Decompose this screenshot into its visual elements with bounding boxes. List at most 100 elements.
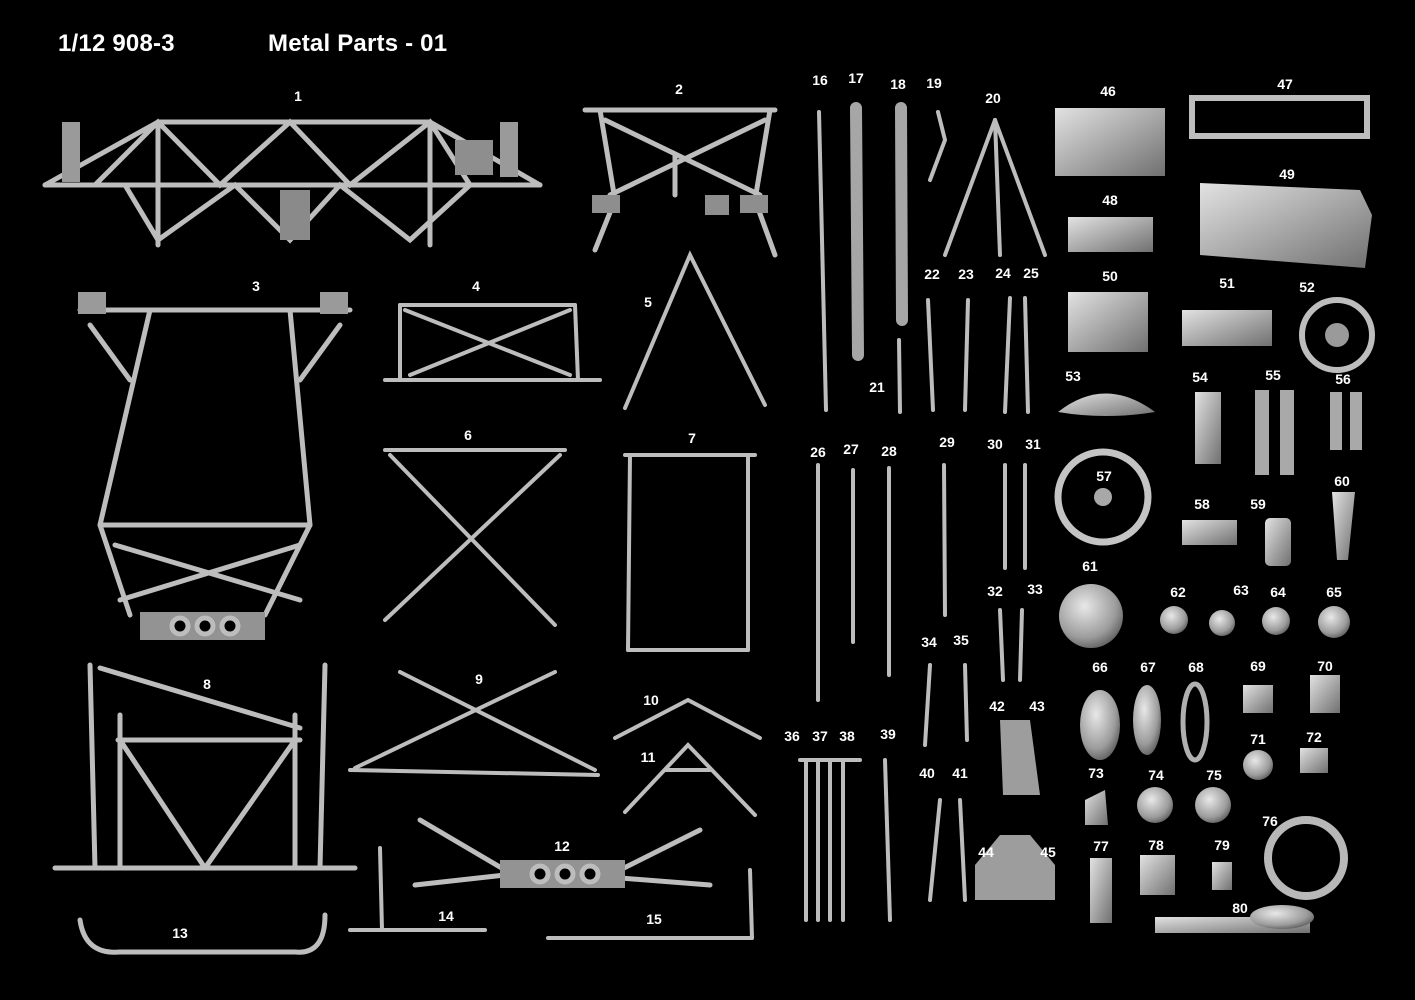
- part-3-frame: [77, 292, 353, 640]
- part-label-17: 17: [848, 70, 864, 86]
- part-label-3: 3: [252, 278, 260, 294]
- part-label-25: 25: [1023, 265, 1039, 281]
- part-label-56: 56: [1335, 371, 1351, 387]
- part-label-37: 37: [812, 728, 828, 744]
- part-14-15-rods: [348, 846, 754, 940]
- part-label-26: 26: [810, 444, 826, 460]
- part-8-frame: [52, 662, 358, 871]
- part-6-frame: [383, 448, 567, 627]
- part-label-22: 22: [924, 266, 940, 282]
- part-label-60: 60: [1334, 473, 1350, 489]
- part-label-14: 14: [438, 908, 454, 924]
- part-label-52: 52: [1299, 279, 1315, 295]
- parts-16-29-rods: [816, 102, 1047, 702]
- parts-46-52-blocks: [1055, 95, 1375, 373]
- part-label-6: 6: [464, 427, 472, 443]
- parts-36-39-comb: [798, 758, 892, 922]
- part-label-7: 7: [688, 430, 696, 446]
- part-label-55: 55: [1265, 367, 1281, 383]
- part-label-46: 46: [1100, 83, 1116, 99]
- part-label-69: 69: [1250, 658, 1266, 674]
- part-label-31: 31: [1025, 436, 1041, 452]
- part-label-78: 78: [1148, 837, 1164, 853]
- part-label-71: 71: [1250, 731, 1266, 747]
- part-label-29: 29: [939, 434, 955, 450]
- part-label-77: 77: [1093, 838, 1109, 854]
- part-label-44: 44: [978, 844, 994, 860]
- part-label-24: 24: [995, 265, 1011, 281]
- part-label-45: 45: [1040, 844, 1056, 860]
- part-label-21: 21: [869, 379, 885, 395]
- part-label-63: 63: [1233, 582, 1249, 598]
- part-5-rod: [623, 250, 767, 410]
- parts-53-60: [1054, 390, 1362, 566]
- part-label-66: 66: [1092, 659, 1108, 675]
- parts-61-80-small: [1059, 584, 1350, 933]
- part-label-23: 23: [958, 266, 974, 282]
- part-label-75: 75: [1206, 767, 1222, 783]
- part-label-18: 18: [890, 76, 906, 92]
- part-label-62: 62: [1170, 584, 1186, 600]
- part-label-57: 57: [1096, 468, 1112, 484]
- part-label-70: 70: [1317, 658, 1333, 674]
- part-label-19: 19: [926, 75, 942, 91]
- part-label-11: 11: [640, 749, 656, 765]
- part-label-76: 76: [1262, 813, 1278, 829]
- sheet-title: Metal Parts - 01: [268, 30, 448, 57]
- part-label-27: 27: [843, 441, 859, 457]
- part-label-54: 54: [1192, 369, 1208, 385]
- part-13-bar: [77, 912, 328, 955]
- part-2-frame: [582, 107, 778, 258]
- part-label-16: 16: [812, 72, 828, 88]
- part-label-35: 35: [953, 632, 969, 648]
- part-label-51: 51: [1219, 275, 1235, 291]
- part-label-48: 48: [1102, 192, 1118, 208]
- part-label-73: 73: [1088, 765, 1104, 781]
- part-label-72: 72: [1306, 729, 1322, 745]
- part-9-frame: [348, 670, 600, 777]
- part-label-10: 10: [643, 692, 659, 708]
- part-label-30: 30: [987, 436, 1003, 452]
- part-label-79: 79: [1214, 837, 1230, 853]
- part-label-74: 74: [1148, 767, 1164, 783]
- part-label-50: 50: [1102, 268, 1118, 284]
- part-label-80: 80: [1232, 900, 1248, 916]
- part-label-47: 47: [1277, 76, 1293, 92]
- part-label-20: 20: [985, 90, 1001, 106]
- part-label-2: 2: [675, 81, 683, 97]
- part-label-40: 40: [919, 765, 935, 781]
- parts-30-45-assemblies: [923, 608, 1055, 902]
- part-1-frame: [42, 118, 543, 248]
- part-label-43: 43: [1029, 698, 1045, 714]
- part-label-61: 61: [1082, 558, 1098, 574]
- part-label-49: 49: [1279, 166, 1295, 182]
- part-label-58: 58: [1194, 496, 1210, 512]
- part-label-9: 9: [475, 671, 483, 687]
- part-4-frame: [383, 303, 602, 382]
- part-label-64: 64: [1270, 584, 1286, 600]
- part-label-28: 28: [881, 443, 897, 459]
- part-label-36: 36: [784, 728, 800, 744]
- part-10-11-rods: [613, 697, 762, 817]
- part-label-65: 65: [1326, 584, 1342, 600]
- part-label-59: 59: [1250, 496, 1266, 512]
- part-label-67: 67: [1140, 659, 1156, 675]
- part-label-8: 8: [203, 676, 211, 692]
- part-label-33: 33: [1027, 581, 1043, 597]
- part-label-41: 41: [952, 765, 968, 781]
- part-label-39: 39: [880, 726, 896, 742]
- part-7-frame: [623, 453, 757, 652]
- part-label-42: 42: [989, 698, 1005, 714]
- part-label-5: 5: [644, 294, 652, 310]
- part-label-38: 38: [839, 728, 855, 744]
- part-label-12: 12: [554, 838, 570, 854]
- part-label-53: 53: [1065, 368, 1081, 384]
- part-label-15: 15: [646, 911, 662, 927]
- part-12-wishbone: [412, 817, 713, 888]
- part-label-4: 4: [472, 278, 480, 294]
- part-label-34: 34: [921, 634, 937, 650]
- part-label-68: 68: [1188, 659, 1204, 675]
- part-label-13: 13: [172, 925, 188, 941]
